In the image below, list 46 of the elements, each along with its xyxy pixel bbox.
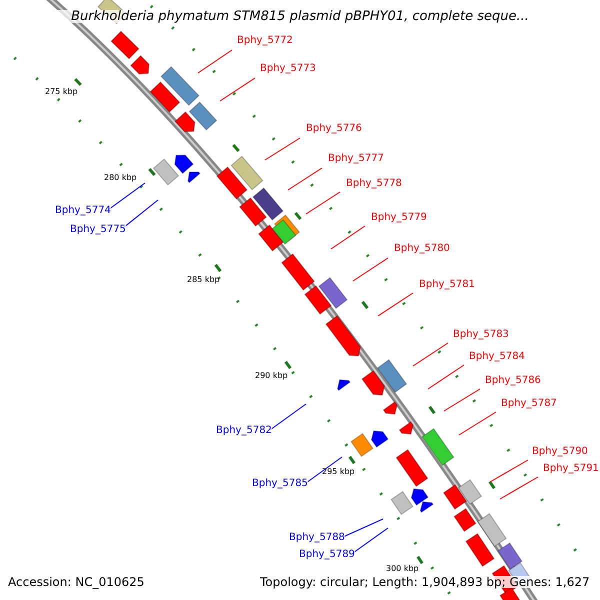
gene-label: Bphy_5773: [260, 64, 316, 74]
leader-line: [220, 78, 256, 102]
leader-line: [352, 528, 388, 554]
gene-label: Bphy_5772: [237, 36, 293, 46]
gene-label: Bphy_5786: [485, 376, 541, 386]
leader-line: [264, 138, 300, 160]
scale-label: 290 kbp: [255, 372, 288, 380]
gene-label: Bphy_5789: [299, 550, 355, 560]
gene-label: Bphy_5780: [394, 244, 450, 254]
leader-line: [458, 412, 496, 436]
gene-label: Bphy_5791: [543, 464, 599, 474]
footer-text: Accession: NC_010625: [8, 576, 144, 588]
gene-label: Bphy_5779: [371, 213, 427, 223]
gene-label: Bphy_5788: [289, 533, 345, 543]
leader-line: [330, 226, 366, 250]
scale-label: 280 kbp: [104, 174, 137, 182]
leader-line: [198, 50, 232, 74]
gene-label: Bphy_5781: [419, 280, 475, 290]
gene-label: Bphy_5787: [501, 399, 557, 409]
scale-label: 285 kbp: [187, 276, 220, 284]
leader-line: [378, 292, 414, 316]
scale-label: 275 kbp: [45, 88, 78, 96]
leader-line: [342, 518, 384, 538]
gene-label: Bphy_5783: [453, 330, 509, 340]
gene-label: Bphy_5785: [252, 479, 308, 489]
gene-label: Bphy_5777: [328, 154, 384, 164]
leader-line: [306, 456, 342, 484]
footer-text: Topology: circular; Length: 1,904,893 bp; Genes: 1,627: [260, 576, 590, 588]
leader-line: [306, 192, 340, 214]
leader-line: [500, 476, 538, 500]
gene-label: Bphy_5775: [70, 225, 126, 235]
leader-line: [444, 388, 480, 412]
gene-label: Bphy_5774: [55, 206, 111, 216]
leader-line: [412, 342, 448, 366]
leader-line: [352, 258, 388, 282]
leader-line: [288, 168, 322, 190]
gene-label: Bphy_5782: [216, 426, 272, 436]
leader-line: [428, 364, 464, 390]
gene-label: Bphy_5784: [469, 352, 525, 362]
gene-label: Bphy_5778: [346, 179, 402, 189]
scale-label: 300 kbp: [386, 565, 419, 573]
gene-label: Bphy_5790: [532, 447, 588, 457]
gene-label: Bphy_5776: [306, 124, 362, 134]
leader-line: [490, 460, 528, 482]
scale-label: 295 kbp: [322, 468, 355, 476]
leader-line: [270, 404, 306, 430]
